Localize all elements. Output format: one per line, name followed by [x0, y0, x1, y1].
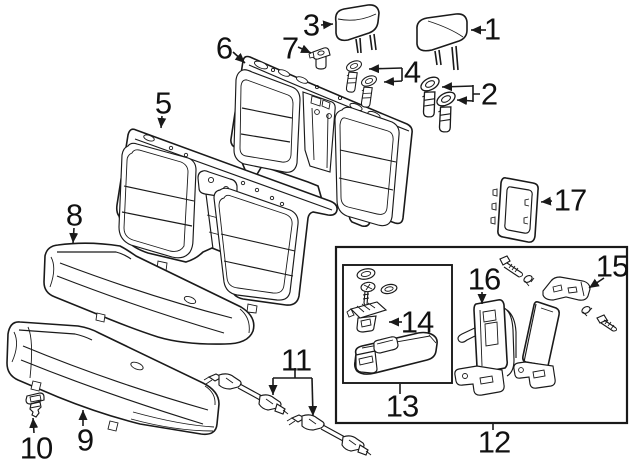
callout-10[interactable]: 10 — [19, 430, 53, 466]
group-box-12 — [334, 245, 629, 425]
right-frame-art — [513, 301, 560, 389]
callout-13[interactable]: 13 — [385, 388, 419, 424]
headrest-outer-art — [416, 13, 468, 71]
armrest-art — [353, 331, 438, 375]
callout-12[interactable]: 12 — [477, 424, 511, 460]
group-box-13 — [342, 264, 453, 384]
leader-5 — [157, 115, 167, 129]
stopper-clip-art — [308, 47, 331, 70]
armrest-latch-art — [346, 301, 388, 333]
push-clip-art — [25, 392, 45, 418]
callout-16[interactable]: 16 — [467, 261, 501, 297]
callout-5[interactable]: 5 — [154, 85, 172, 121]
callout-3[interactable]: 3 — [302, 7, 320, 43]
pass-through-bezel-art — [490, 177, 539, 243]
armrest-frame-art — [454, 299, 517, 396]
callout-8[interactable]: 8 — [65, 197, 83, 233]
headrest-center-art — [334, 4, 380, 54]
seat-cushion-upper-art — [43, 242, 255, 345]
leader-2-bracket — [472, 85, 480, 102]
callout-9[interactable]: 9 — [76, 422, 94, 458]
callout-14[interactable]: 14 — [400, 304, 434, 340]
callout-4[interactable]: 4 — [403, 54, 421, 90]
callout-7[interactable]: 7 — [281, 30, 299, 66]
armrest-hardware-art — [356, 268, 398, 306]
leader-17 — [540, 196, 553, 206]
callout-17[interactable]: 17 — [553, 182, 587, 218]
leader-15 — [588, 277, 605, 289]
leader-6 — [232, 51, 246, 64]
hold-down-rods-art — [203, 373, 372, 456]
headrest-guides-outer-art — [417, 73, 460, 133]
callout-11[interactable]: 11 — [280, 342, 312, 378]
seat-back-front-art — [115, 128, 338, 314]
callout-1[interactable]: 1 — [483, 11, 501, 47]
callout-6[interactable]: 6 — [215, 30, 233, 66]
leader-8 — [69, 227, 79, 244]
callout-2[interactable]: 2 — [480, 76, 498, 112]
hinge-bracket-hardware-art — [499, 255, 618, 332]
seat-cushion-lower-art — [6, 321, 220, 436]
leader-3 — [320, 20, 334, 30]
leader-lines — [29, 20, 605, 434]
callout-15[interactable]: 15 — [595, 248, 629, 284]
leader-10 — [29, 417, 39, 434]
seat-back-rear-art — [230, 55, 413, 228]
leader-7 — [297, 44, 312, 54]
leader-11-bracket — [273, 368, 312, 379]
